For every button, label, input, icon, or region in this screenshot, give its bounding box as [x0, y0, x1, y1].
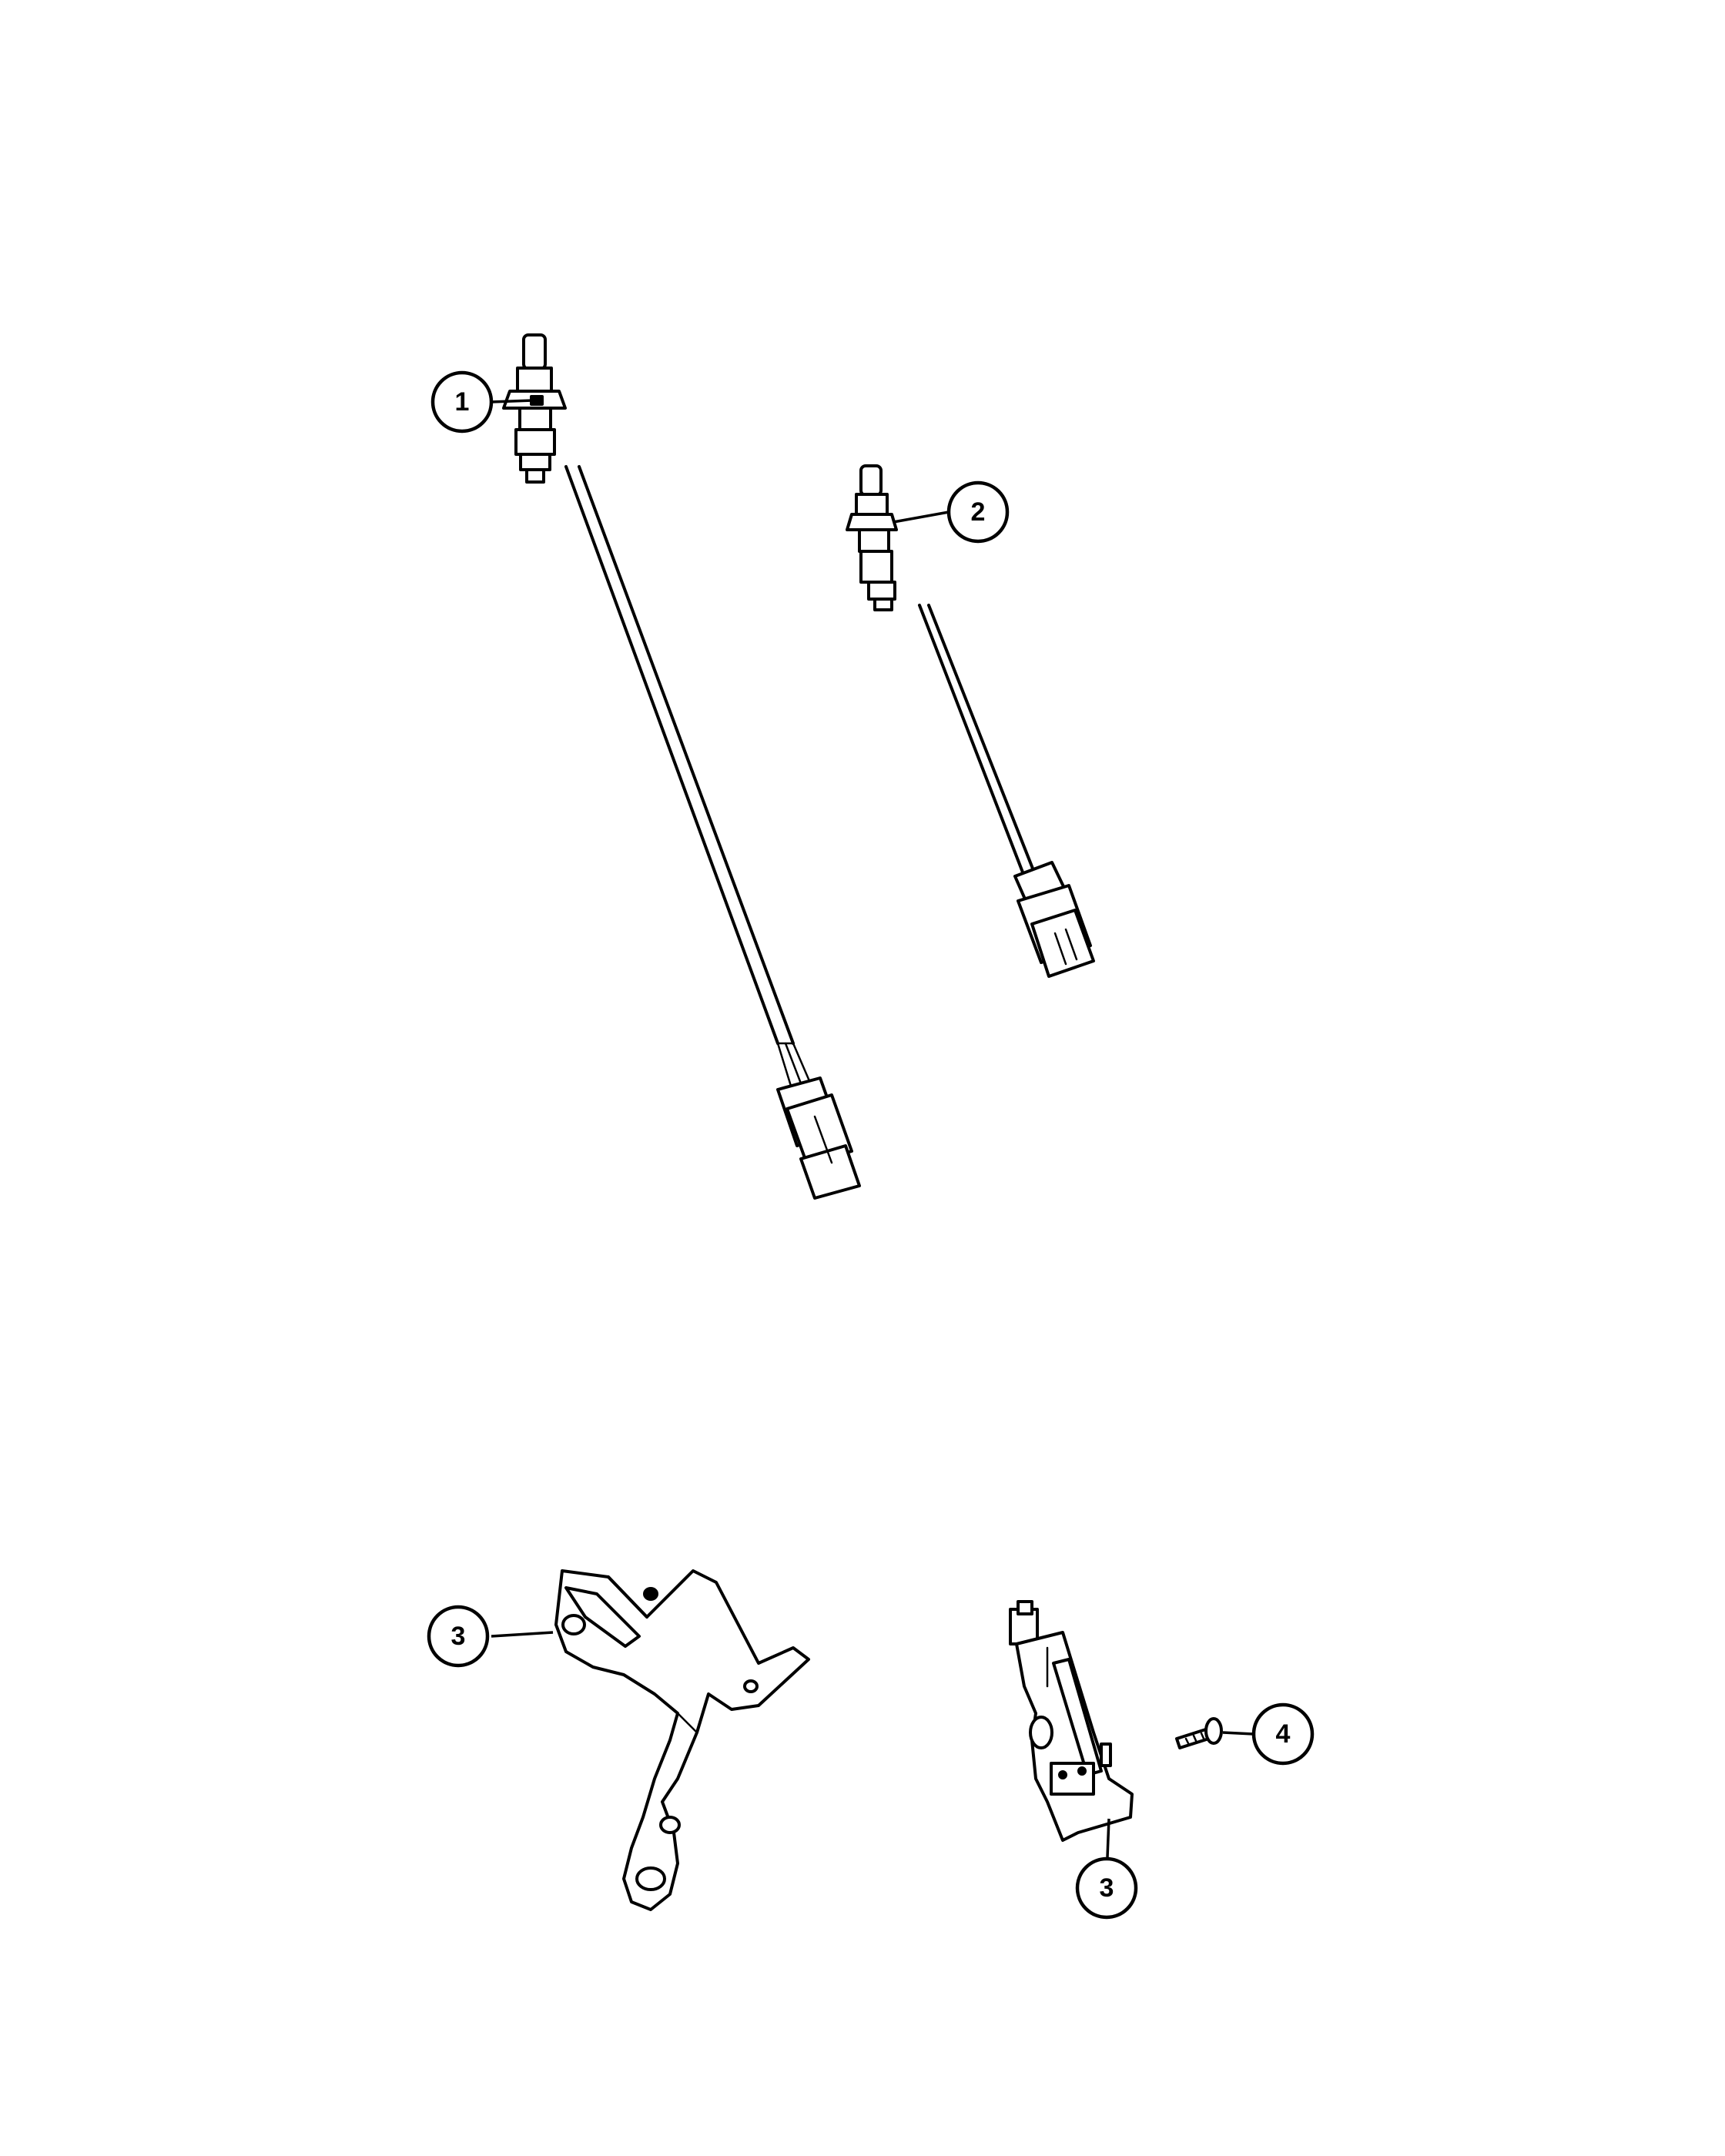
oxygen-sensor-upstream	[502, 333, 861, 1200]
leader-line-2	[893, 511, 950, 524]
sensor-bracket-left	[554, 1569, 810, 1911]
callout-3-right-label: 3	[1100, 1873, 1114, 1903]
callout-1-label: 1	[455, 387, 470, 417]
leader-line-4	[1222, 1731, 1254, 1736]
callout-4-label: 4	[1276, 1719, 1291, 1749]
callout-3-left: 3	[427, 1605, 490, 1668]
callout-4: 4	[1251, 1702, 1315, 1766]
oxygen-sensor-downstream	[846, 464, 1095, 978]
callout-2: 2	[946, 480, 1010, 544]
callout-2-label: 2	[971, 497, 986, 527]
callout-1: 1	[430, 370, 494, 434]
callout-3-right: 3	[1075, 1856, 1138, 1920]
bolt	[1175, 1717, 1223, 1749]
leader-line-3b	[1106, 1818, 1110, 1858]
sensor-bracket-right	[1009, 1600, 1134, 1842]
leader-line-1	[491, 399, 534, 403]
callout-3-left-label: 3	[451, 1622, 466, 1651]
leader-line-3a	[491, 1631, 554, 1638]
